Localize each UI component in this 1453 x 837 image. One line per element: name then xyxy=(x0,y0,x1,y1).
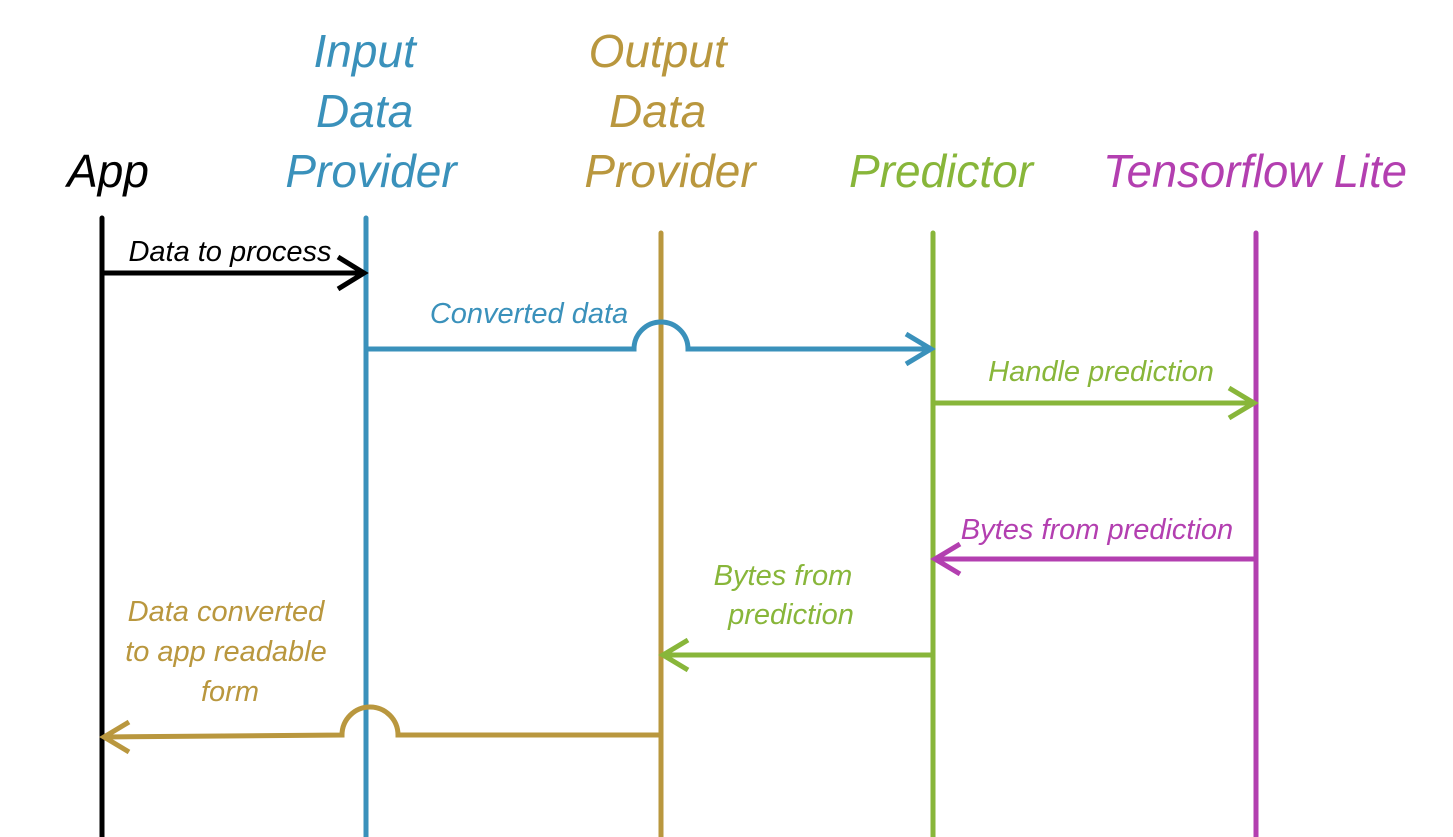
message-bytes-from-prediction-tflite: Bytes from prediction xyxy=(930,514,1256,577)
message-bytes-from-prediction-predictor-label-line-1: Bytes from xyxy=(714,560,853,592)
arrowhead-right-icon xyxy=(1227,385,1259,421)
participant-title-input-data-provider: Input Data Provider xyxy=(285,25,458,197)
message-handle-prediction-label: Handle prediction xyxy=(988,356,1214,388)
participant-title-predictor-line-1: Predictor xyxy=(849,145,1035,197)
message-converted-data-line xyxy=(366,319,931,352)
arrowhead-left-icon xyxy=(930,541,962,577)
message-bytes-from-prediction-predictor-label: Bytes from prediction xyxy=(714,560,861,631)
message-data-converted-label: Data converted to app readable form xyxy=(125,596,335,708)
message-converted-data-label: Converted data xyxy=(430,298,628,330)
participant-title-tflite-line-1: Tensorflow Lite xyxy=(1103,145,1407,197)
message-data-converted-line xyxy=(103,704,661,740)
participant-title-app: App xyxy=(64,145,149,197)
participant-title-input-line-3: Provider xyxy=(285,145,458,197)
participant-title-output-line-2: Data xyxy=(609,85,706,137)
message-bytes-from-prediction-tflite-label: Bytes from prediction xyxy=(961,514,1233,546)
message-bytes-from-prediction-predictor: Bytes from prediction xyxy=(658,560,933,673)
message-bytes-from-prediction-tflite-label-line-1: Bytes from prediction xyxy=(961,514,1233,546)
message-data-to-process: Data to process xyxy=(102,236,369,292)
message-handle-prediction-label-line-1: Handle prediction xyxy=(988,356,1214,388)
participant-title-tensorflow-lite: Tensorflow Lite xyxy=(1103,145,1407,197)
participant-title-input-line-2: Data xyxy=(316,85,413,137)
message-data-converted: Data converted to app readable form xyxy=(99,596,661,755)
message-data-to-process-label-line-1: Data to process xyxy=(128,236,331,268)
participant-title-app-line-1: App xyxy=(64,145,149,197)
message-handle-prediction: Handle prediction xyxy=(933,356,1259,421)
message-data-converted-label-line-1: Data converted xyxy=(128,596,326,628)
arrowhead-right-icon xyxy=(904,331,936,367)
participant-title-predictor: Predictor xyxy=(849,145,1035,197)
arrowhead-right-icon xyxy=(336,254,369,292)
message-converted-data-label-line-1: Converted data xyxy=(430,298,628,330)
message-data-converted-label-line-2: to app readable xyxy=(125,636,327,668)
message-converted-data: Converted data xyxy=(366,298,936,367)
participant-title-output-line-3: Provider xyxy=(584,145,757,197)
message-data-to-process-label: Data to process xyxy=(128,236,331,268)
participant-title-output-data-provider: Output Data Provider xyxy=(584,25,757,197)
arrowhead-left-icon xyxy=(99,719,131,755)
message-data-converted-label-line-3: form xyxy=(201,676,259,708)
message-bytes-from-prediction-predictor-label-line-2: prediction xyxy=(727,599,854,631)
arrowhead-left-icon xyxy=(658,637,690,673)
participant-title-input-line-1: Input xyxy=(313,25,418,77)
participant-title-output-line-1: Output xyxy=(589,25,729,77)
